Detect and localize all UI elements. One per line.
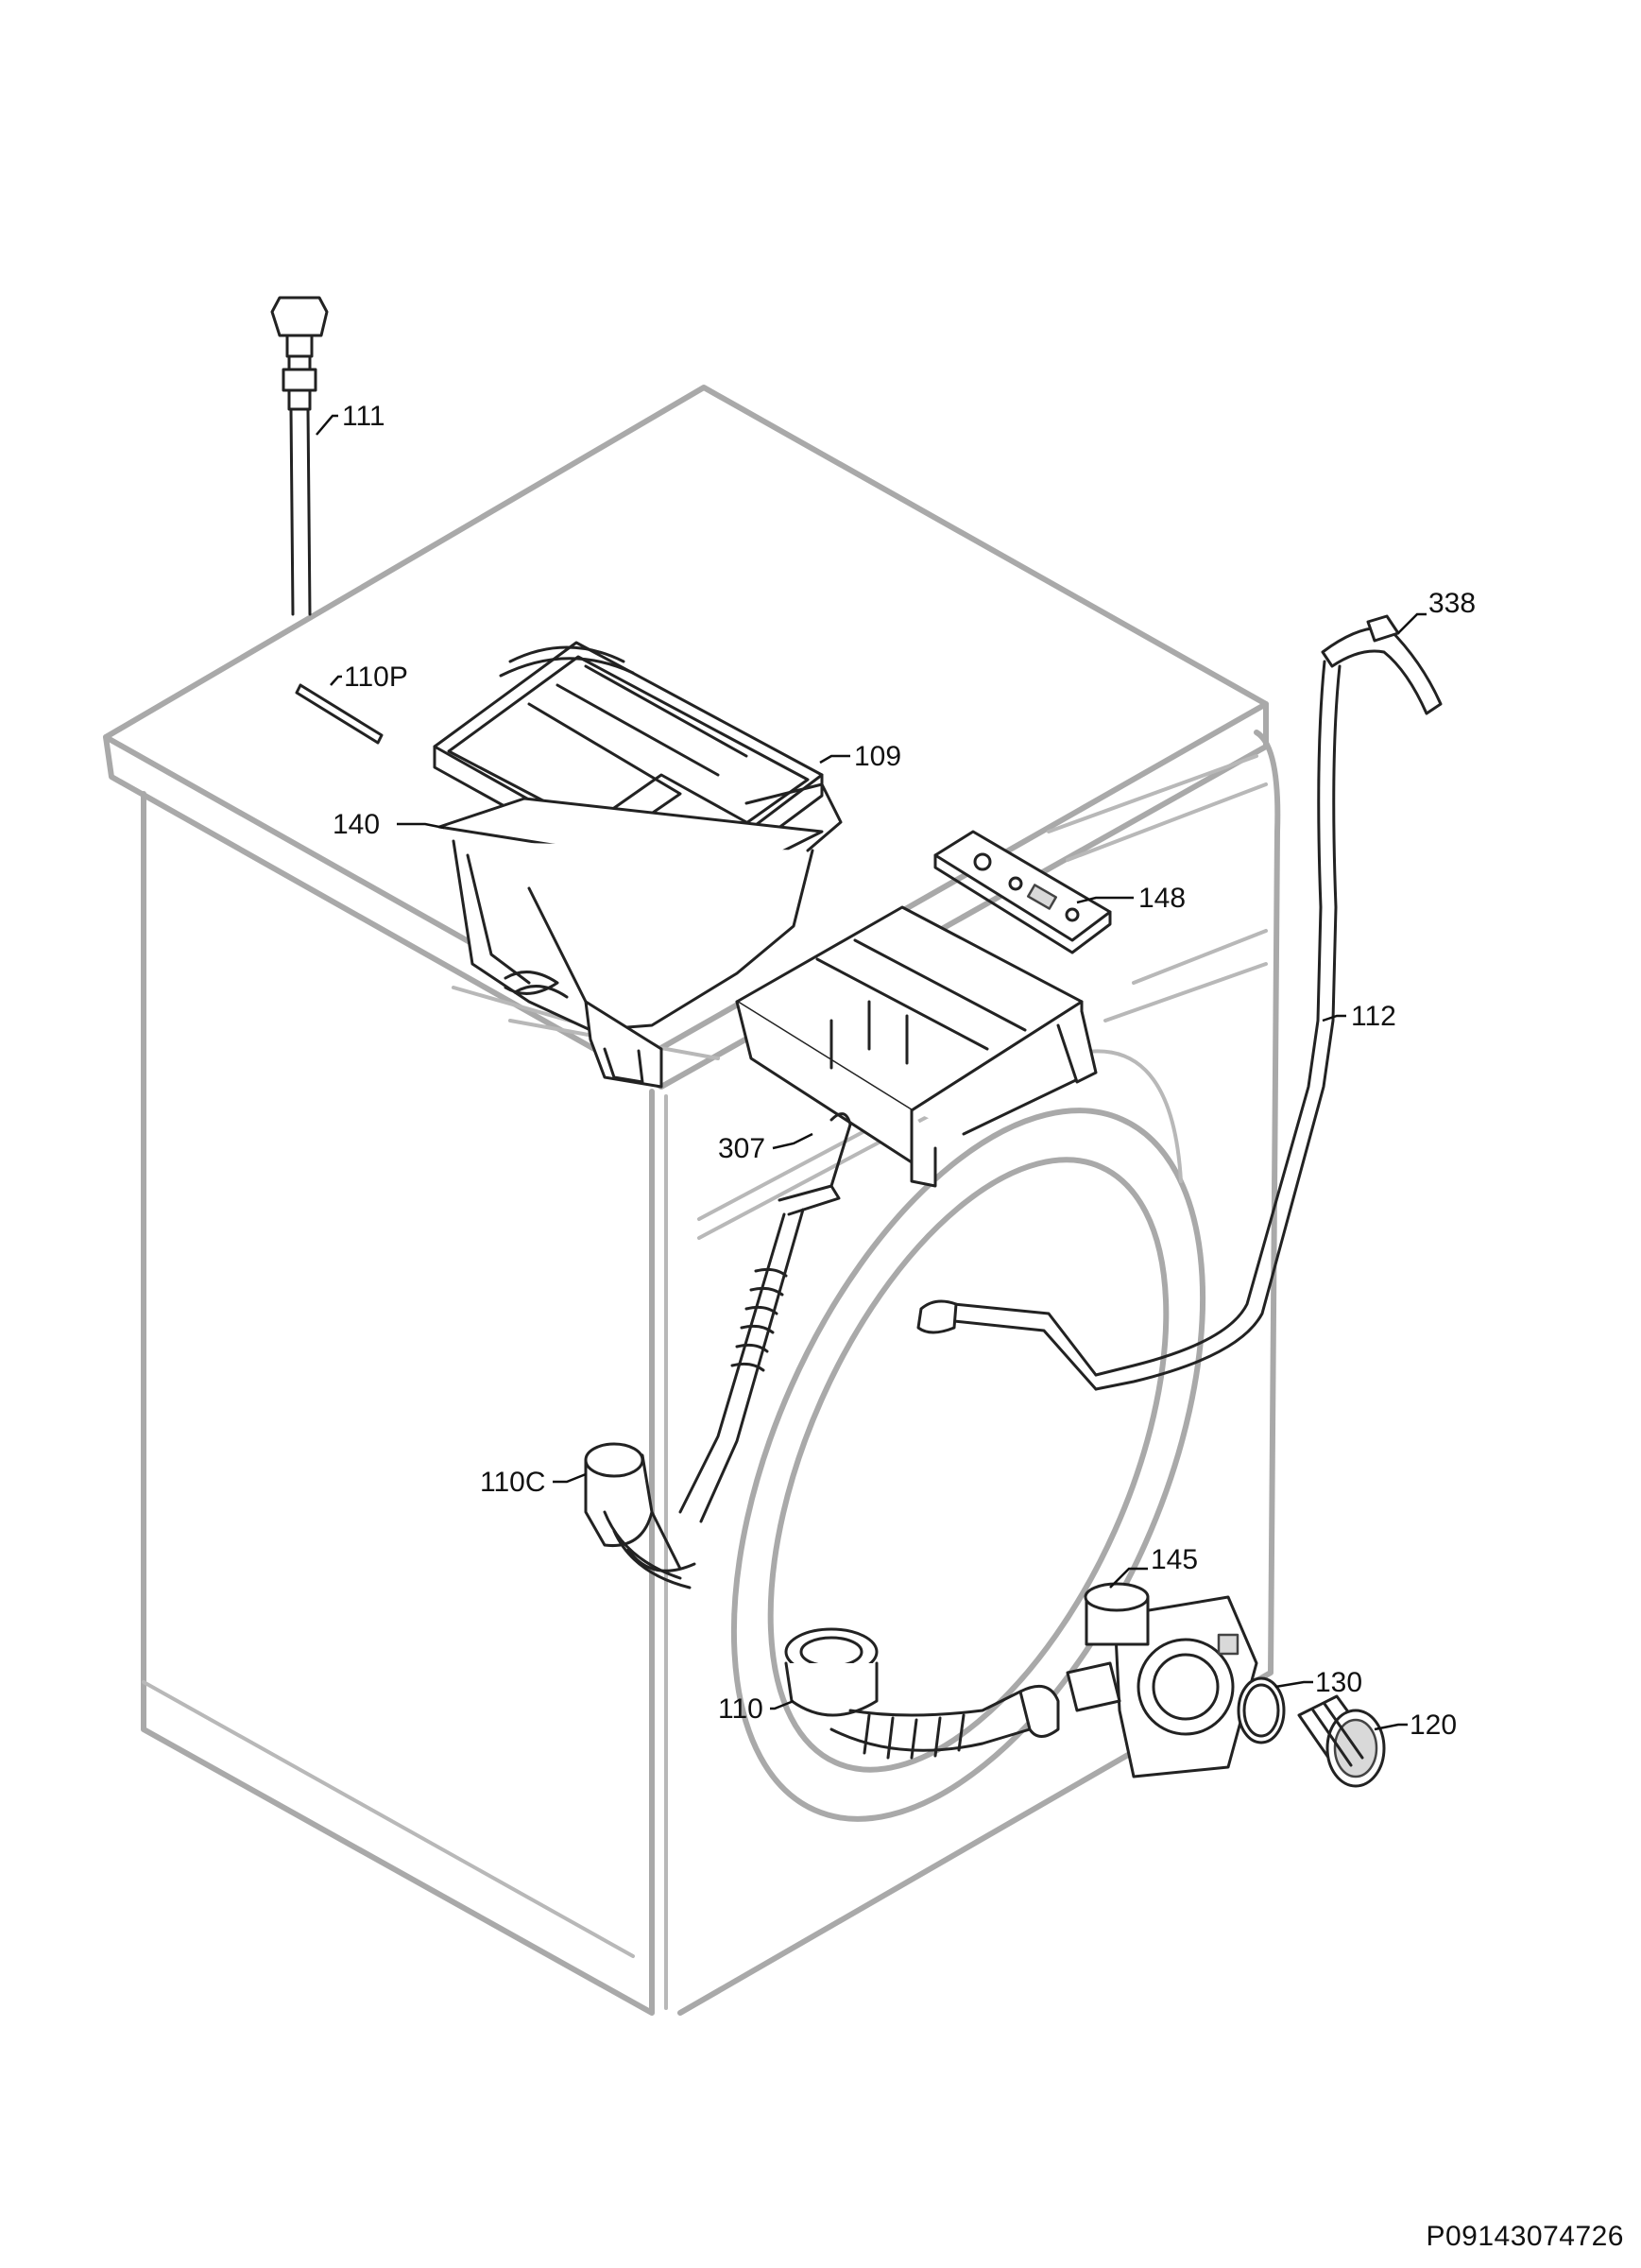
hose-guide-338 [1321, 614, 1443, 715]
sump-hose-110C [584, 1112, 852, 1589]
cabinet-outline [103, 385, 1281, 2016]
callout-307: 307 [718, 1133, 765, 1164]
callout-140: 140 [333, 809, 380, 840]
drain-hose-110 [784, 1627, 1060, 1760]
callout-120: 120 [1410, 1710, 1457, 1741]
callout-110: 110 [718, 1693, 763, 1725]
callout-labels: 111 110P 109 140 148 338 112 307 110C 14… [333, 401, 1476, 1741]
inlet-hose-111 [270, 296, 329, 616]
leader-lines [316, 414, 1427, 1731]
pump-housing-145 [1066, 1582, 1258, 1778]
detergent-drawer-307 [735, 905, 1098, 1188]
pump-filter-120 [1297, 1694, 1386, 1788]
callout-109: 109 [854, 741, 901, 772]
callout-110C: 110C [480, 1467, 546, 1498]
callout-338: 338 [1428, 588, 1476, 619]
callout-110P: 110P [344, 662, 408, 693]
rod-110P [295, 683, 384, 745]
callout-130: 130 [1315, 1667, 1362, 1698]
callout-112: 112 [1351, 1001, 1396, 1032]
control-panel-148 [933, 830, 1112, 954]
drain-hose-112 [916, 660, 1342, 1391]
seal-ring-130 [1237, 1676, 1286, 1744]
detergent-housing-140 [437, 782, 843, 1089]
callout-111: 111 [342, 401, 385, 432]
callout-148: 148 [1138, 883, 1186, 914]
document-id: P09143074726 [1426, 2221, 1624, 2252]
callout-145: 145 [1151, 1544, 1198, 1575]
